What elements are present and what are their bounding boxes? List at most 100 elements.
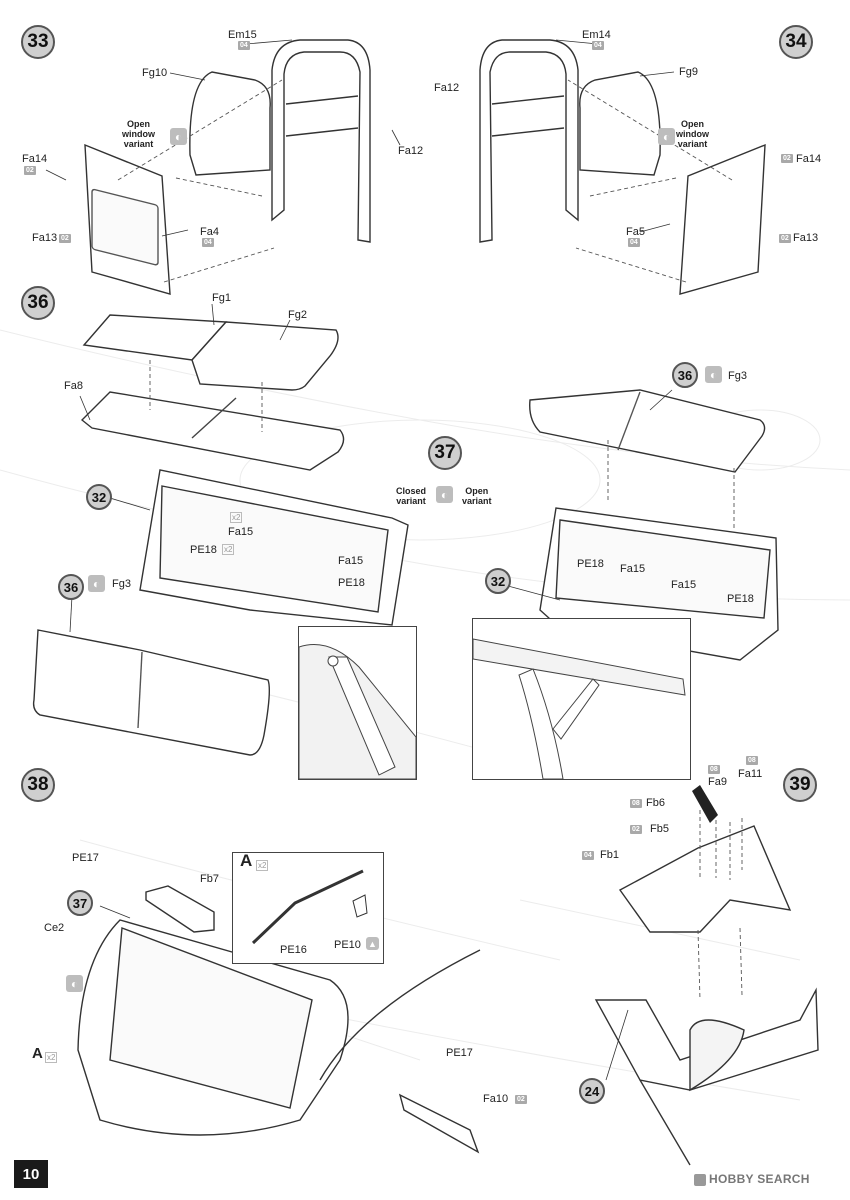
window-fg3-left <box>32 629 271 756</box>
qty-x2-detail-a: x2 <box>256 860 269 871</box>
floor-unit-24 <box>594 987 819 1091</box>
label-fg2: Fg2 <box>288 309 307 321</box>
label-fa8: Fa8 <box>64 380 83 392</box>
qty-x2-pe18: x2 <box>222 544 235 555</box>
tag-fb5: 02 <box>630 825 642 834</box>
ref-step-36-left: 36 <box>58 574 84 600</box>
note-open-window-variant-left: Open window variant <box>122 119 155 149</box>
label-fb1: Fb1 <box>600 849 619 861</box>
label-fg1: Fg1 <box>212 292 231 304</box>
ref-step-24: 24 <box>579 1078 605 1104</box>
tag-fa10: 02 <box>515 1095 527 1104</box>
tag-fb6: 08 <box>630 799 642 808</box>
page-number: 10 <box>14 1160 48 1188</box>
label-fa15-a: Fa15 <box>228 526 254 538</box>
label-fa12-right: Fa12 <box>434 82 460 94</box>
note-open-window-variant-right: Open window variant <box>676 119 709 149</box>
label-pe18-d: PE18 <box>727 593 754 605</box>
ce2-variant-icon: ◐ <box>66 975 83 992</box>
tag-fa11: 08 <box>746 756 758 765</box>
tag-em15: 04 <box>238 41 250 50</box>
label-pe17-a: PE17 <box>72 852 99 864</box>
note-open-variant: Open variant <box>462 486 492 506</box>
label-fa10: Fa10 <box>483 1093 509 1105</box>
variant-icon-34: ◐ <box>658 128 675 145</box>
tag-fa13-right: 02 <box>779 234 791 243</box>
ref-step-32-left: 32 <box>86 484 112 510</box>
label-fb5: Fb5 <box>650 823 669 835</box>
ref-step-36-right: 36 <box>672 362 698 388</box>
watermark: HOBBY SEARCH <box>694 1172 810 1186</box>
variant-icon-33: ◐ <box>170 128 187 145</box>
label-fa15-d: Fa15 <box>671 579 697 591</box>
label-fg9: Fg9 <box>679 66 698 78</box>
qty-x2-fa15: x2 <box>230 512 243 523</box>
fg3-variant-icon-left: ◐ <box>88 575 105 592</box>
label-fa4: Fa4 <box>200 226 219 238</box>
step-37-badge: 37 <box>428 436 462 470</box>
label-fa12-left: Fa12 <box>398 145 424 157</box>
step-33-badge: 33 <box>21 25 55 59</box>
window-fg9 <box>579 71 661 176</box>
label-fa15-c: Fa15 <box>620 563 646 575</box>
frame-fa8 <box>80 391 345 471</box>
label-em15: Em15 <box>228 29 257 41</box>
label-fa5: Fa5 <box>626 226 645 238</box>
qty-x2-ref-a: x2 <box>45 1052 58 1063</box>
tag-fa14-right: 02 <box>781 154 793 163</box>
label-fa13-left: Fa13 <box>32 232 58 244</box>
part-fb7 <box>145 885 215 933</box>
label-ref-a: A <box>32 1045 43 1062</box>
label-em14: Em14 <box>582 29 611 41</box>
tag-fa14-left: 02 <box>24 166 36 175</box>
window-fg2 <box>191 321 339 391</box>
window-fg10 <box>189 71 271 176</box>
frame-em15 <box>271 39 371 243</box>
watermark-logo-icon <box>694 1173 706 1186</box>
label-fa15-b: Fa15 <box>338 555 364 567</box>
label-pe18-b: PE18 <box>338 577 365 589</box>
label-fg3-left: Fg3 <box>112 578 131 590</box>
label-fa11: Fa11 <box>738 768 763 780</box>
pe10-etch-icon: ▲ <box>366 937 379 950</box>
watermark-text: HOBBY SEARCH <box>709 1172 810 1186</box>
note-closed-variant: Closed variant <box>396 486 427 506</box>
frame-em14 <box>479 39 579 243</box>
tag-fa5: 04 <box>628 238 640 247</box>
label-fg3-right: Fg3 <box>728 370 747 382</box>
label-pe18-a: PE18 <box>190 544 217 556</box>
step-39-badge: 39 <box>783 768 817 802</box>
window-fg3-right <box>529 389 766 473</box>
label-pe16: PE16 <box>280 944 307 956</box>
label-ce2: Ce2 <box>44 922 65 934</box>
detail-inset-step36 <box>298 626 417 780</box>
tag-fa13-left: 02 <box>59 234 71 243</box>
label-fa9: Fa9 <box>708 776 727 788</box>
inset-art-step37 <box>472 638 686 780</box>
label-fg10: Fg10 <box>142 67 168 79</box>
label-pe17-b: PE17 <box>446 1047 473 1059</box>
fa10-visor <box>398 1093 480 1154</box>
tag-em14: 04 <box>592 41 604 50</box>
fg3-variant-icon-right: ◐ <box>705 366 722 383</box>
label-fa14-left: Fa14 <box>22 153 48 165</box>
step-38-badge: 38 <box>21 768 55 802</box>
roof-curve <box>319 949 481 1081</box>
part-fb6 <box>692 785 718 823</box>
label-pe10: PE10 <box>334 939 361 951</box>
tag-fa9: 08 <box>708 765 720 774</box>
label-fa14-right: Fa14 <box>796 153 822 165</box>
ref-step-32-right: 32 <box>485 568 511 594</box>
inset-art-step36 <box>298 644 417 780</box>
label-fb6: Fb6 <box>646 797 665 809</box>
label-pe18-c: PE18 <box>577 558 604 570</box>
variant-toggle-icon: ◐ <box>436 486 453 503</box>
door-panel-fa5 <box>679 143 766 295</box>
label-fa13-right: Fa13 <box>793 232 819 244</box>
step-36-badge: 36 <box>21 286 55 320</box>
inset-art-a <box>251 869 368 945</box>
detail-inset-step37 <box>472 618 691 780</box>
ref-step-37: 37 <box>67 890 93 916</box>
